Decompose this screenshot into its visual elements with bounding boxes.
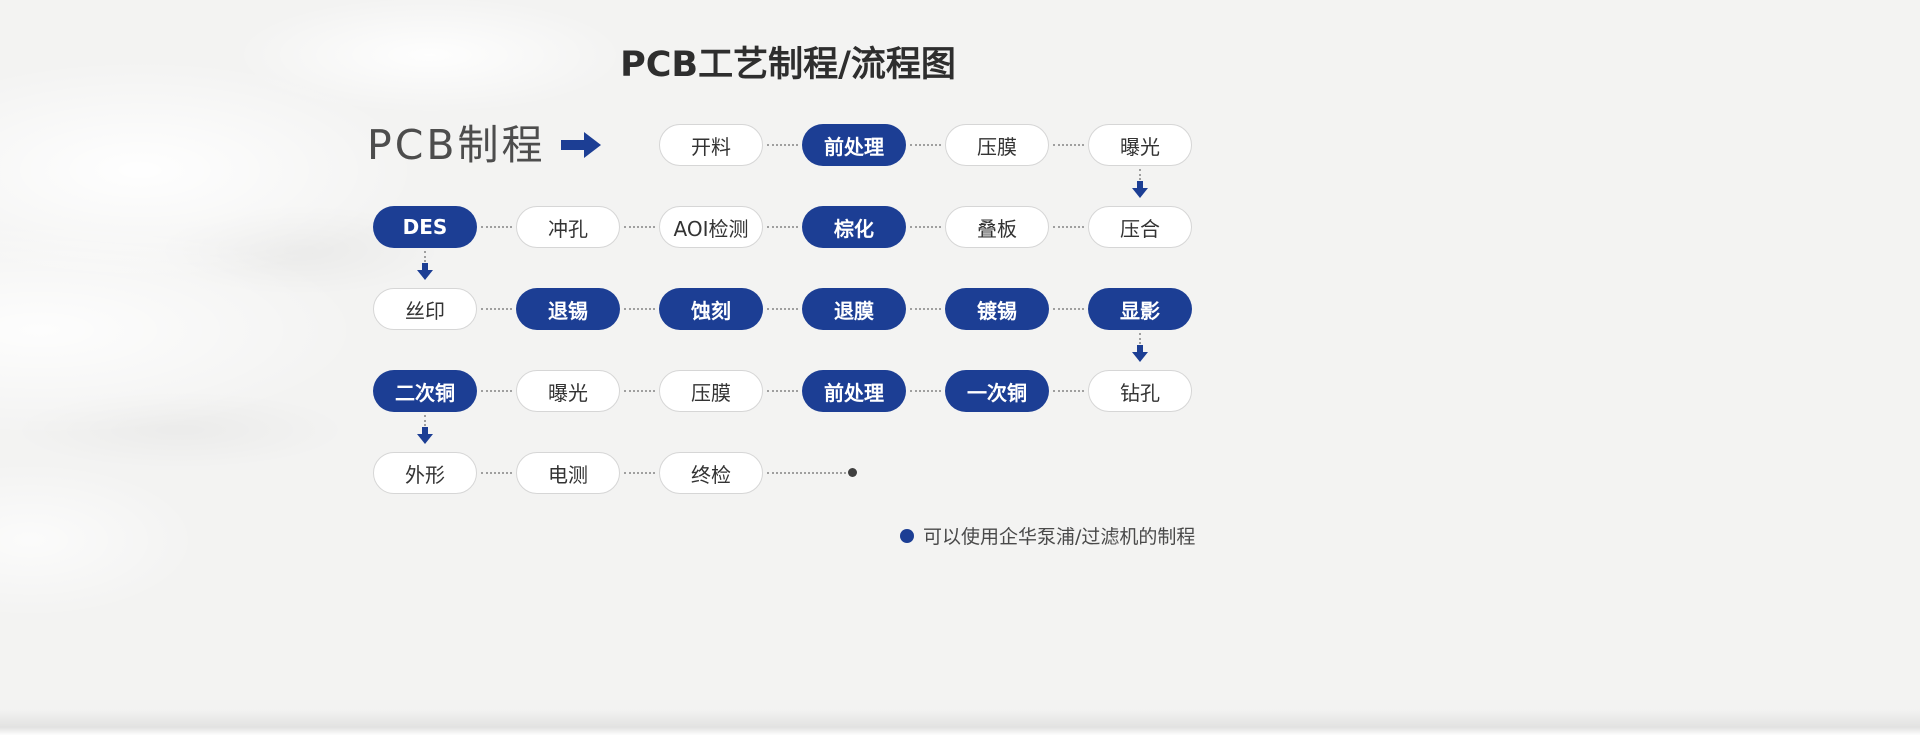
flow-step: 叠板 [945,206,1049,248]
flow-step: 压膜 [945,124,1049,166]
flow-step: 压膜 [659,370,763,412]
down-arrow-head [1132,188,1148,198]
down-arrow-stem [422,427,428,434]
flow-step: 曝光 [1088,124,1192,166]
flow-step: 电测 [516,452,620,494]
dotted-connector [624,472,655,474]
flow-step: 开料 [659,124,763,166]
flow-step: 二次铜 [373,370,477,412]
down-arrow-icon [1132,181,1148,199]
dotted-connector [1053,308,1084,310]
down-arrow-stem [422,263,428,270]
flow-step: 蚀刻 [659,288,763,330]
down-arrow-icon [1132,345,1148,363]
legend: 可以使用企华泵浦/过滤机的制程 [900,522,1195,549]
dotted-connector [767,472,846,474]
dotted-connector [1053,226,1084,228]
page-title: PCB工艺制程/流程图 [620,45,956,85]
dotted-connector [1053,144,1084,146]
dotted-connector [624,226,655,228]
down-arrow-stem [1137,345,1143,352]
flow-step: 前处理 [802,370,906,412]
down-arrow-head [1132,352,1148,362]
flow-step: AOI检测 [659,206,763,248]
down-arrow-icon [417,263,433,281]
legend-text: 可以使用企华泵浦/过滤机的制程 [923,526,1196,548]
dotted-connector [481,226,512,228]
dotted-connector [910,308,941,310]
flow-step: DES [373,206,477,248]
flow-step: 镀锡 [945,288,1049,330]
flow-step: 棕化 [802,206,906,248]
dotted-connector [767,390,798,392]
dotted-connector [1053,390,1084,392]
dotted-connector [910,226,941,228]
flow-step: 退膜 [802,288,906,330]
down-arrow-icon [417,427,433,445]
bottom-edge-shadow [0,709,1920,735]
flow-step: 曝光 [516,370,620,412]
legend-dot-icon [900,528,914,543]
dotted-connector [1139,169,1141,180]
dotted-connector [624,390,655,392]
down-arrow-head [417,434,433,444]
flow-step: 显影 [1088,288,1192,330]
dotted-connector [481,308,512,310]
flow-step: 退锡 [516,288,620,330]
flow-step: 冲孔 [516,206,620,248]
flow-step: 压合 [1088,206,1192,248]
dotted-connector [424,251,426,262]
dotted-connector [1139,333,1141,344]
dotted-connector [767,144,798,146]
dotted-connector [767,308,798,310]
dotted-connector [910,390,941,392]
flow-end-dot [848,468,857,477]
down-arrow-head [417,270,433,280]
flow-step: 一次铜 [945,370,1049,412]
flow-title: PCB制程 [367,121,546,169]
dotted-connector [910,144,941,146]
flow-diagram: PCB工艺制程/流程图 PCB制程 可以使用企华泵浦/过滤机的制程 开料前处理压… [367,0,1203,620]
flow-step: 丝印 [373,288,477,330]
dotted-connector [481,390,512,392]
right-arrow-stem [561,140,584,150]
dotted-connector [481,472,512,474]
flow-step: 钻孔 [1088,370,1192,412]
dotted-connector [424,415,426,426]
down-arrow-stem [1137,181,1143,188]
dotted-connector [624,308,655,310]
flow-step: 前处理 [802,124,906,166]
dotted-connector [767,226,798,228]
flow-step: 外形 [373,452,477,494]
right-arrow-head [584,132,601,158]
right-arrow-icon [561,132,605,158]
flow-step: 终检 [659,452,763,494]
